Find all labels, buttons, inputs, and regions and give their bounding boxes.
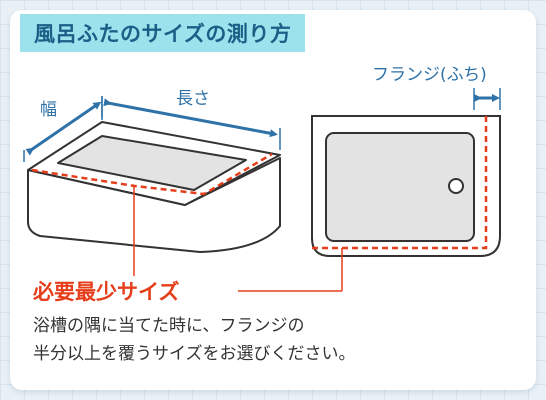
drain-icon bbox=[448, 178, 464, 194]
description: 浴槽の隅に当てた時に、フランジの 半分以上を覆うサイズをお選びください。 bbox=[33, 312, 356, 368]
flange-label: フランジ(ふち) bbox=[372, 65, 487, 85]
description-line: 浴槽の隅に当てた時に、フランジの bbox=[33, 316, 305, 336]
page-title: 風呂ふたのサイズの測り方 bbox=[20, 14, 306, 52]
description-line: 半分以上を覆うサイズをお選びください。 bbox=[33, 344, 356, 364]
min-size-label: 必要最少サイズ bbox=[33, 280, 180, 304]
min-size-connectors bbox=[133, 185, 343, 292]
length-label: 長さ bbox=[176, 89, 210, 109]
flange-dimension bbox=[473, 88, 501, 110]
length-dimension bbox=[101, 96, 281, 150]
bathtub-top-view bbox=[311, 115, 501, 257]
bathtub-3d-illustration bbox=[27, 121, 281, 253]
width-label: 幅 bbox=[40, 100, 57, 120]
